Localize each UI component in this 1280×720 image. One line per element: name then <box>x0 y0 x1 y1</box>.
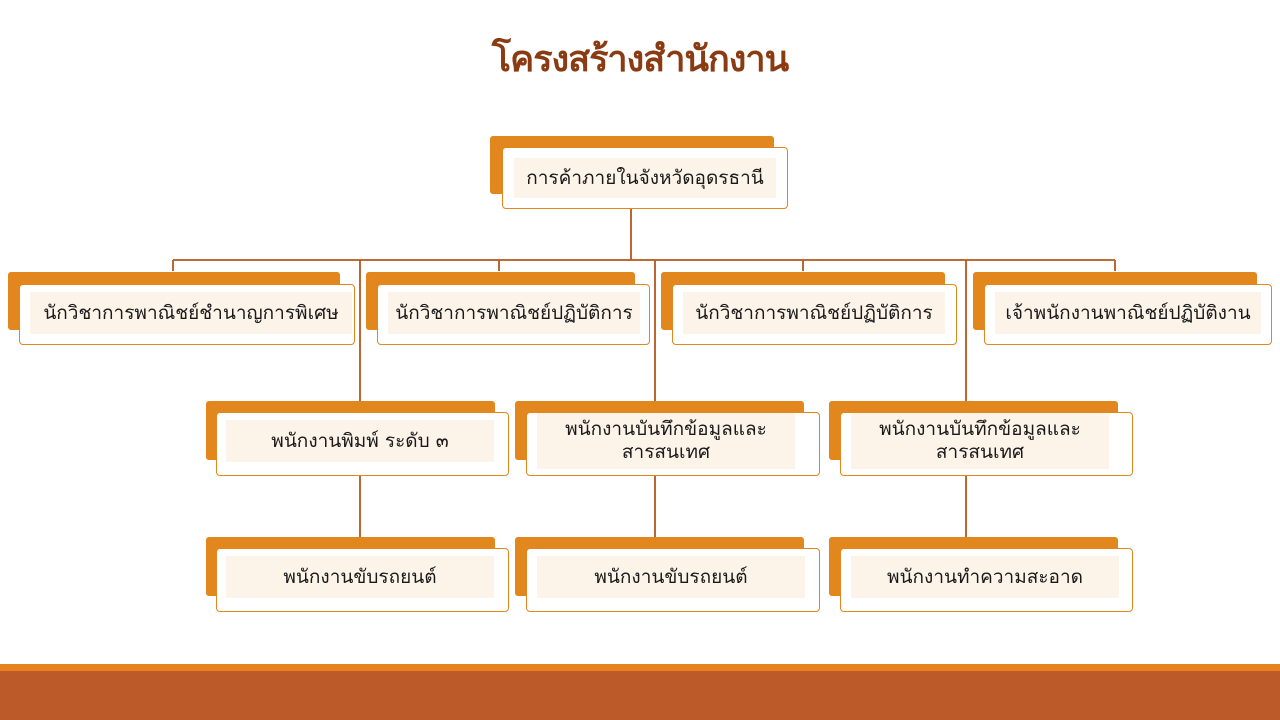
org-node-level3-1: พนักงานขับรถยนต์ <box>206 537 509 612</box>
org-node-label: เจ้าพนักงานพาณิชย์ปฏิบัติงาน <box>995 292 1261 334</box>
org-node-label: นักวิชาการพาณิชย์ชำนาญการพิเศษ <box>30 292 352 334</box>
org-node-label: การค้าภายในจังหวัดอุดรธานี <box>514 158 776 198</box>
org-node-level1-3: นักวิชาการพาณิชย์ปฏิบัติการ <box>661 272 957 345</box>
org-node-label: พนักงานบันทึกข้อมูลและสารสนเทศ <box>851 413 1109 469</box>
footer-bar <box>0 671 1280 720</box>
org-node-level3-2: พนักงานขับรถยนต์ <box>515 537 820 612</box>
org-node-level3-3: พนักงานทำความสะอาด <box>829 537 1133 612</box>
org-node-level2-3: พนักงานบันทึกข้อมูลและสารสนเทศ <box>829 401 1133 476</box>
org-node-label: พนักงานขับรถยนต์ <box>226 556 494 598</box>
org-node-level1-1: นักวิชาการพาณิชย์ชำนาญการพิเศษ <box>8 272 355 345</box>
page-title: โครงสร้างสำนักงาน <box>491 39 789 80</box>
footer-accent-line <box>0 664 1280 671</box>
org-node-label: นักวิชาการพาณิชย์ปฏิบัติการ <box>683 292 945 334</box>
org-node-label: พนักงานทำความสะอาด <box>851 556 1119 598</box>
org-node-head: การค้าภายในจังหวัดอุดรธานี <box>490 136 788 209</box>
org-node-label: พนักงานบันทึกข้อมูลและสารสนเทศ <box>537 413 795 469</box>
org-node-label: พนักงานขับรถยนต์ <box>537 556 805 598</box>
org-node-label: นักวิชาการพาณิชย์ปฏิบัติการ <box>388 292 640 334</box>
org-node-label: พนักงานพิมพ์ ระดับ ๓ <box>226 420 494 462</box>
org-node-level1-2: นักวิชาการพาณิชย์ปฏิบัติการ <box>366 272 650 345</box>
org-node-level2-2: พนักงานบันทึกข้อมูลและสารสนเทศ <box>515 401 820 476</box>
org-node-level2-1: พนักงานพิมพ์ ระดับ ๓ <box>206 401 509 476</box>
org-node-level1-4: เจ้าพนักงานพาณิชย์ปฏิบัติงาน <box>973 272 1272 345</box>
